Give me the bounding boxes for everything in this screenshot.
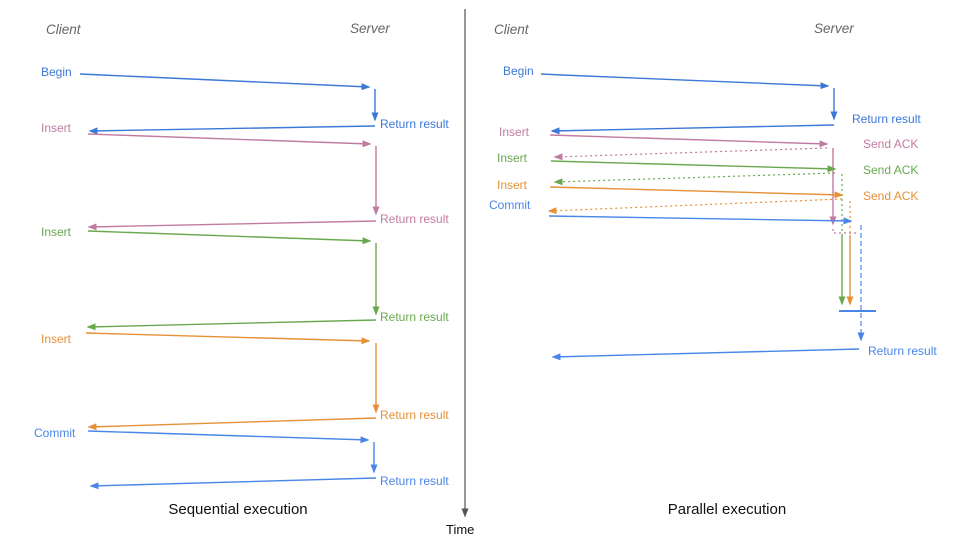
par-send-ack-label: Send ACK xyxy=(863,189,919,203)
seq-insert2-response-line xyxy=(86,319,377,331)
seq-begin-label: Begin xyxy=(41,65,72,79)
par-return-result-label: Return result xyxy=(868,344,937,358)
par-insert3-ack-line xyxy=(547,198,843,215)
parallel-panel-lines xyxy=(540,73,876,361)
par-insert1-handoff-line xyxy=(832,229,857,234)
par-insert1-request-line xyxy=(549,134,829,148)
sequential-execution-caption: Sequential execution xyxy=(168,501,308,518)
par-begin-request-line xyxy=(540,73,830,90)
par-final-response-line xyxy=(551,348,860,361)
seq-return-result-label: Return result xyxy=(380,117,449,131)
seq-commit-label: Commit xyxy=(34,426,76,440)
par-insert1-label: Insert xyxy=(499,125,530,139)
par-commit-label: Commit xyxy=(489,198,531,212)
seq-begin-response-line xyxy=(88,125,376,135)
seq-return-result-label: Return result xyxy=(380,408,449,422)
par-insert1-ack-line xyxy=(553,147,828,161)
seq-insert1-request-line xyxy=(87,133,372,148)
right-client-header: Client xyxy=(494,22,529,37)
par-commit-request-line xyxy=(548,215,853,225)
parallel-execution-caption: Parallel execution xyxy=(667,501,787,518)
seq-begin-request-line xyxy=(79,73,371,91)
seq-return-result-label: Return result xyxy=(380,212,449,226)
seq-return-result-label: Return result xyxy=(380,474,449,488)
par-return-result-label: Return result xyxy=(852,112,921,126)
par-insert3-request-line xyxy=(549,186,844,199)
par-begin-response-line xyxy=(550,124,835,135)
right-server-header: Server xyxy=(814,21,854,36)
seq-commit-request-line xyxy=(87,430,370,444)
par-send-ack-label: Send ACK xyxy=(863,137,919,151)
par-insert2-ack-line xyxy=(553,172,836,186)
par-send-ack-label: Send ACK xyxy=(863,163,919,177)
seq-insert3-response-line xyxy=(87,417,377,431)
par-begin-label: Begin xyxy=(503,64,534,78)
left-client-header: Client xyxy=(46,22,81,37)
seq-insert2-request-line xyxy=(87,230,372,245)
seq-insert3-request-line xyxy=(85,332,371,345)
par-insert3-label: Insert xyxy=(497,178,528,192)
seq-insert1-response-line xyxy=(87,220,377,231)
seq-insert2-label: Insert xyxy=(41,225,72,239)
time-axis-label: Time xyxy=(446,522,475,537)
left-server-header: Server xyxy=(350,21,390,36)
seq-return-result-label: Return result xyxy=(380,310,449,324)
seq-insert1-label: Insert xyxy=(41,121,72,135)
par-insert2-request-line xyxy=(550,160,837,173)
seq-insert3-label: Insert xyxy=(41,332,72,346)
par-insert2-label: Insert xyxy=(497,151,528,165)
seq-commit-response-line xyxy=(89,477,377,490)
sequential-panel-lines xyxy=(79,73,380,490)
